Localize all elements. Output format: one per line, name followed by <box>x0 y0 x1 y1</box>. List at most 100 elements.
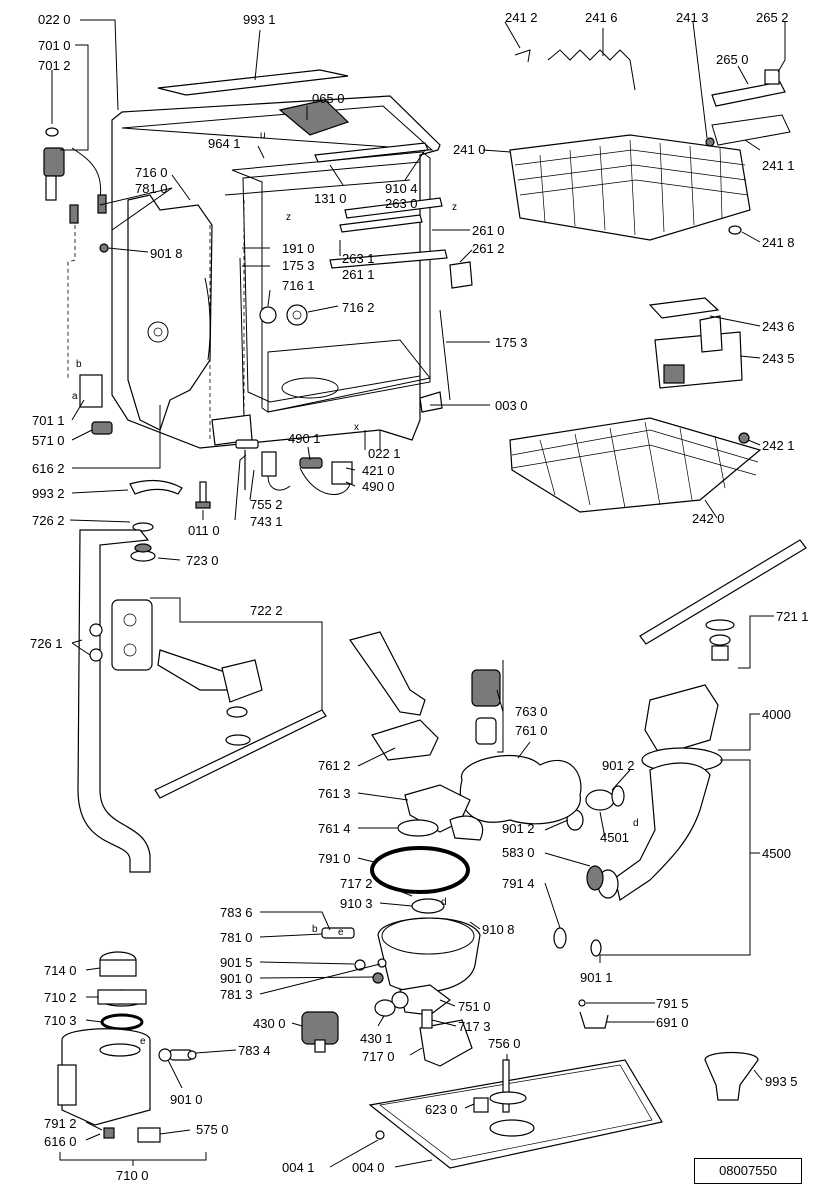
label-910-4: 910 4 <box>385 181 418 196</box>
label-901-2-a: 901 2 <box>602 758 635 773</box>
letter-b2: b <box>312 924 318 935</box>
cutlery-basket <box>648 297 743 389</box>
letter-z1: z <box>286 212 291 223</box>
label-175-3-b: 175 3 <box>495 335 528 350</box>
label-755-2: 755 2 <box>250 497 283 512</box>
label-241-3: 241 3 <box>676 10 709 25</box>
letter-u: u <box>260 130 266 141</box>
label-993-5: 993 5 <box>765 1074 798 1089</box>
label-761-3: 761 3 <box>318 786 351 801</box>
label-993-2: 993 2 <box>32 486 65 501</box>
label-623-0: 623 0 <box>425 1102 458 1117</box>
label-716-2: 716 2 <box>342 300 375 315</box>
label-490-1: 490 1 <box>288 431 321 446</box>
label-575-0: 575 0 <box>196 1122 229 1137</box>
upper-spray-arm <box>639 539 807 661</box>
drawing-number-box: 08007550 <box>694 1158 802 1184</box>
label-910-3: 910 3 <box>340 896 373 911</box>
letter-a: a <box>72 391 78 402</box>
drawing-number: 08007550 <box>719 1163 777 1178</box>
label-691-0: 691 0 <box>656 1015 689 1030</box>
label-781-0-b: 781 0 <box>220 930 253 945</box>
label-901-5: 901 5 <box>220 955 253 970</box>
label-011-0: 011 0 <box>188 523 220 538</box>
label-263-0: 263 0 <box>385 196 418 211</box>
label-701-2: 701 2 <box>38 58 71 73</box>
label-993-1: 993 1 <box>243 12 276 27</box>
label-261-2: 261 2 <box>472 241 505 256</box>
water-softener <box>57 951 197 1143</box>
label-022-0: 022 0 <box>38 12 71 27</box>
label-4000: 4000 <box>762 707 791 722</box>
label-421-0: 421 0 <box>362 463 395 478</box>
label-004-0: 004 0 <box>352 1160 385 1175</box>
label-726-1: 726 1 <box>30 636 63 651</box>
label-710-2: 710 2 <box>44 990 77 1005</box>
label-490-0: 490 0 <box>362 479 395 494</box>
label-751-0: 751 0 <box>458 999 491 1014</box>
letter-z2: z <box>452 202 457 213</box>
label-791-5: 791 5 <box>656 996 689 1011</box>
label-175-3-a: 175 3 <box>282 258 315 273</box>
label-4500: 4500 <box>762 846 791 861</box>
label-763-0: 763 0 <box>515 704 548 719</box>
label-717-3: 717 3 <box>458 1019 491 1034</box>
label-717-2: 717 2 <box>340 876 373 891</box>
tub-lower-parts <box>129 439 353 509</box>
label-430-0: 430 0 <box>253 1016 286 1031</box>
label-901-2-b: 901 2 <box>502 821 535 836</box>
leader-lines <box>51 19 786 1168</box>
label-783-4: 783 4 <box>238 1043 271 1058</box>
label-781-0: 781 0 <box>135 181 168 196</box>
label-714-0: 714 0 <box>44 963 77 978</box>
label-241-1: 241 1 <box>762 158 795 173</box>
inlet-valve-group <box>43 127 113 435</box>
label-241-0: 241 0 <box>453 142 486 157</box>
label-065-0: 065 0 <box>312 91 345 106</box>
lower-basket <box>509 417 762 513</box>
label-901-0-b: 901 0 <box>170 1092 203 1107</box>
label-243-5: 243 5 <box>762 351 795 366</box>
label-743-1: 743 1 <box>250 514 283 529</box>
label-781-3: 781 3 <box>220 987 253 1002</box>
letter-e2: e <box>140 1036 146 1047</box>
label-791-2: 791 2 <box>44 1116 77 1131</box>
label-761-0: 761 0 <box>515 723 548 738</box>
upper-basket <box>509 49 791 241</box>
label-191-0: 191 0 <box>282 241 315 256</box>
label-710-3: 710 3 <box>44 1013 77 1028</box>
label-791-0: 791 0 <box>318 851 351 866</box>
letter-d2: d <box>441 897 447 908</box>
label-756-0: 756 0 <box>488 1036 521 1051</box>
label-701-0: 701 0 <box>38 38 71 53</box>
label-901-0-a: 901 0 <box>220 971 253 986</box>
letter-x: x <box>354 422 359 433</box>
tub-cabinet <box>111 69 473 450</box>
label-430-1: 430 1 <box>360 1031 393 1046</box>
label-726-2: 726 2 <box>32 513 65 528</box>
label-701-1: 701 1 <box>32 413 65 428</box>
label-791-4: 791 4 <box>502 876 535 891</box>
letter-b: b <box>76 359 82 370</box>
letter-d1: d <box>633 818 639 829</box>
label-910-8: 910 8 <box>482 922 515 937</box>
label-901-8: 901 8 <box>150 246 183 261</box>
label-241-6: 241 6 <box>585 10 618 25</box>
label-583-0: 583 0 <box>502 845 535 860</box>
label-722-2: 722 2 <box>250 603 283 618</box>
base-tray <box>368 1051 759 1169</box>
label-241-8: 241 8 <box>762 235 795 250</box>
label-261-1: 261 1 <box>342 267 375 282</box>
label-263-1: 263 1 <box>342 251 375 266</box>
label-616-2: 616 2 <box>32 461 65 476</box>
label-4501: 4501 <box>600 830 629 845</box>
label-761-4: 761 4 <box>318 821 351 836</box>
label-716-0: 716 0 <box>135 165 168 180</box>
label-721-1: 721 1 <box>776 609 809 624</box>
label-004-1: 004 1 <box>282 1160 315 1175</box>
label-716-1: 716 1 <box>282 278 315 293</box>
label-242-1: 242 1 <box>762 438 795 453</box>
label-717-0: 717 0 <box>362 1049 395 1064</box>
label-265-0: 265 0 <box>716 52 749 67</box>
label-003-0: 003 0 <box>495 398 528 413</box>
